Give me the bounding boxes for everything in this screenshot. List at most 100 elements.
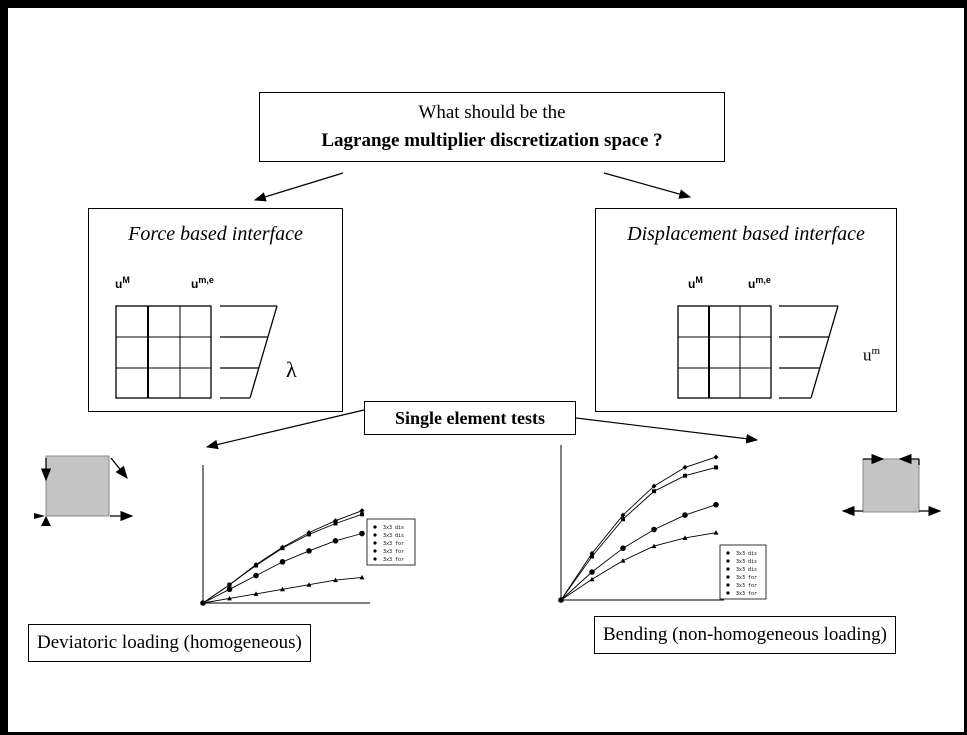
data-point bbox=[620, 558, 626, 563]
legend-marker bbox=[726, 567, 730, 571]
legend-marker bbox=[726, 559, 730, 563]
data-point bbox=[652, 489, 656, 494]
arrow-to-left-test bbox=[205, 409, 365, 450]
displacement-based-panel: Displacement based interface uM um,e um bbox=[595, 208, 897, 412]
u-micro-sup: m,e bbox=[755, 275, 771, 285]
force-based-panel: Force based interface uM um,e λ bbox=[88, 208, 343, 412]
series-line bbox=[202, 533, 363, 604]
arrow-to-displacement-panel bbox=[603, 172, 692, 199]
data-point bbox=[683, 473, 687, 478]
data-point bbox=[359, 530, 365, 537]
displacement-mesh-grid bbox=[677, 305, 772, 399]
data-point bbox=[359, 508, 365, 514]
u-micro-text: u bbox=[748, 277, 756, 291]
single-element-tests-box: Single element tests bbox=[364, 401, 576, 435]
legend-label: 3x3 for bbox=[383, 557, 404, 563]
deviatoric-caption: Deviatoric loading (homogeneous) bbox=[28, 624, 311, 662]
data-point bbox=[227, 582, 232, 587]
legend-label: 3x3 for bbox=[736, 583, 757, 589]
question-line-1: What should be the bbox=[418, 102, 566, 123]
frame-border-left bbox=[0, 0, 8, 735]
legend-label: 3x3 dis bbox=[383, 533, 404, 539]
legend-marker bbox=[373, 549, 377, 553]
data-point bbox=[254, 563, 258, 568]
u-macro-sup: M bbox=[122, 275, 130, 285]
data-point bbox=[332, 538, 339, 544]
force-based-title: Force based interface bbox=[128, 223, 303, 245]
data-point bbox=[713, 501, 719, 508]
data-point bbox=[589, 576, 595, 582]
displacement-based-title: Displacement based interface bbox=[627, 223, 865, 245]
um-sup: m bbox=[871, 345, 881, 357]
series-line bbox=[560, 466, 717, 601]
legend-label: 3x3 for bbox=[736, 591, 757, 597]
data-point bbox=[620, 545, 626, 552]
data-point bbox=[651, 543, 657, 549]
legend-marker bbox=[373, 541, 377, 545]
deviatoric-specimen bbox=[34, 455, 134, 526]
data-point bbox=[333, 577, 338, 583]
macro-displacement-label: uM bbox=[115, 275, 130, 291]
series-line bbox=[560, 456, 717, 601]
data-point bbox=[621, 517, 625, 522]
data-point bbox=[359, 574, 365, 580]
data-point bbox=[306, 582, 312, 587]
micro-displacement-label: um,e bbox=[191, 275, 214, 291]
legend-label: 3x3 for bbox=[383, 549, 404, 555]
bending-caption: Bending (non-homogeneous loading) bbox=[594, 616, 896, 654]
data-point bbox=[620, 512, 626, 518]
series-line bbox=[560, 532, 717, 601]
um-text: u bbox=[863, 345, 872, 365]
legend-marker bbox=[726, 591, 730, 595]
data-point bbox=[307, 532, 311, 537]
data-point bbox=[333, 521, 338, 526]
data-point bbox=[227, 595, 232, 601]
legend-label: 3x3 dis bbox=[736, 559, 757, 565]
legend-label: 3x3 for bbox=[383, 541, 404, 547]
arrow-to-force-panel bbox=[253, 172, 344, 202]
legend-marker bbox=[726, 575, 730, 579]
frame-border-top bbox=[0, 0, 967, 8]
legend-marker bbox=[373, 525, 377, 529]
frame-border-right bbox=[964, 0, 967, 735]
u-macro-text: u bbox=[115, 277, 123, 291]
data-point bbox=[713, 530, 719, 535]
u-micro-sup: m,e bbox=[198, 275, 214, 285]
data-point bbox=[360, 512, 364, 517]
legend-marker bbox=[726, 583, 730, 587]
u-macro-text: u bbox=[688, 277, 696, 291]
data-point bbox=[589, 569, 595, 575]
data-point bbox=[682, 535, 688, 540]
data-point bbox=[253, 591, 259, 596]
legend-marker bbox=[373, 533, 377, 537]
data-point bbox=[713, 454, 719, 460]
question-line-2: Lagrange multiplier discretization space… bbox=[321, 130, 663, 151]
u-macro-sup: M bbox=[695, 275, 703, 285]
data-point bbox=[306, 548, 312, 554]
force-interface-lines bbox=[220, 305, 278, 399]
micro-displacement-label: um,e bbox=[748, 275, 771, 291]
data-point bbox=[280, 546, 285, 551]
data-point bbox=[558, 597, 564, 602]
legend-marker bbox=[726, 551, 730, 555]
data-point bbox=[253, 572, 259, 579]
series-line bbox=[560, 504, 717, 601]
u-micro-text: u bbox=[191, 277, 199, 291]
data-point bbox=[590, 554, 594, 559]
data-point bbox=[226, 586, 233, 593]
macro-displacement-label: uM bbox=[688, 275, 703, 291]
data-point bbox=[200, 600, 206, 605]
frame-border-bottom bbox=[0, 732, 967, 735]
data-point bbox=[651, 483, 657, 489]
data-point bbox=[682, 464, 688, 470]
data-point bbox=[651, 526, 657, 533]
bending-specimen bbox=[841, 453, 942, 517]
data-point bbox=[279, 559, 286, 565]
data-point bbox=[280, 586, 285, 592]
question-box: What should be the Lagrange multiplier d… bbox=[259, 92, 725, 162]
displacement-interface-lines bbox=[779, 305, 839, 399]
